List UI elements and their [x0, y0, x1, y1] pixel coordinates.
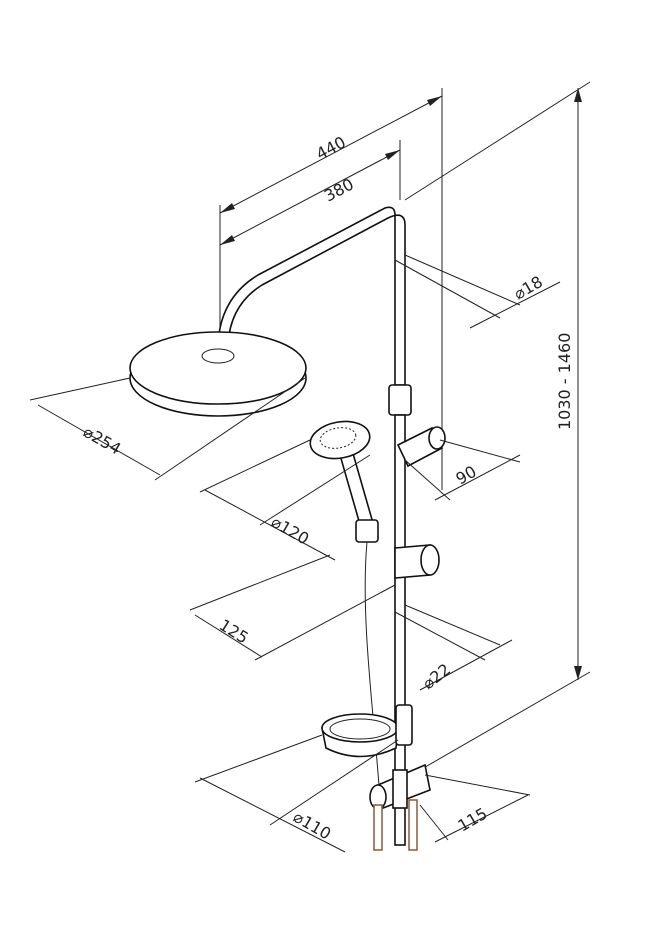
diverter	[369, 763, 431, 851]
arm-dimensions: 440 380	[219, 88, 443, 490]
hand-shower	[309, 420, 381, 801]
height-range-label: 1030 - 1460	[555, 333, 574, 430]
soap-dish	[321, 704, 413, 758]
lower-pipe-dimension: ⌀22	[394, 604, 513, 693]
arm-outer-label: 440	[313, 132, 349, 163]
slider-offset-label: 125	[216, 615, 252, 647]
inlet-offset-dimension: 115	[419, 774, 531, 843]
slider	[394, 544, 440, 579]
soap-dish-diameter-label: ⌀110	[290, 807, 334, 844]
height-dimension: 1030 - 1460	[404, 81, 591, 771]
hand-shower-diameter-label: ⌀120	[268, 512, 312, 549]
holder-dimension: 90	[396, 426, 521, 501]
head-diameter-label: ⌀254	[80, 422, 124, 459]
head-shower	[129, 331, 307, 417]
arm-inner-label: 380	[321, 174, 357, 205]
upper-pipe-dimension: ⌀18	[394, 254, 561, 329]
holder-offset-label: 90	[453, 462, 480, 489]
inlet-offset-label: 115	[455, 804, 491, 836]
slider-offset-dimension: 125	[189, 554, 396, 661]
